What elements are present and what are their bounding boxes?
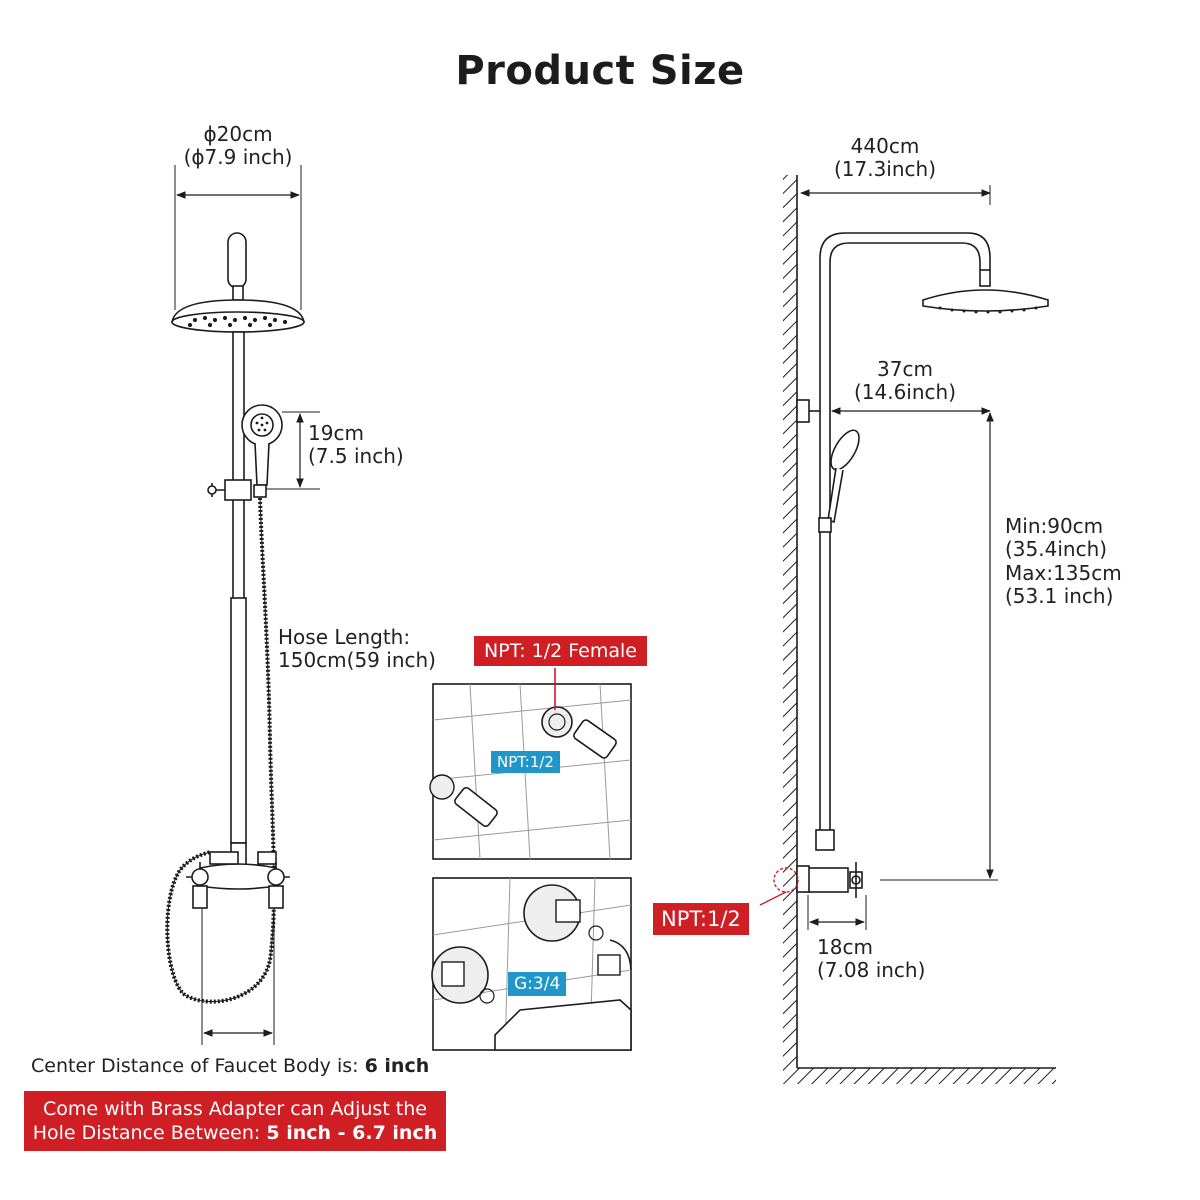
left-front-view [165,165,320,1045]
adapter-note-label: Hole Distance Between: [32,1122,267,1144]
inset-bottom [431,877,632,1051]
handheld-height-cm: 19cm [308,421,364,445]
hose-length-label: Hose Length: [278,625,411,649]
right-side-view [759,175,1056,1084]
inlet-npt-callout: NPT:1/2 [653,903,749,935]
arm-length-cm: 440cm [850,134,920,158]
adapter-note-line2: Hole Distance Between: 5 inch - 6.7 inch [28,1121,442,1145]
hose-length-value: 150cm(59 inch) [278,648,436,672]
page-title: Product Size [455,48,745,94]
height-max-in: (53.1 inch) [1005,584,1114,608]
offset-cm: 37cm [877,357,933,381]
head-diameter-in: (ϕ7.9 inch) [183,145,293,169]
height-max: Max:135cm [1005,561,1122,585]
g34-tag: G:3/4 [508,972,567,996]
npt-tag: NPT:1/2 [491,751,560,773]
npt-female-callout: NPT: 1/2 Female [474,636,647,666]
height-min: Min:90cm [1005,514,1104,538]
head-diameter-cm: ϕ20cm [203,122,273,146]
height-min-in: (35.4inch) [1005,537,1108,561]
adapter-note: Come with Brass Adapter can Adjust the H… [24,1091,446,1151]
center-distance-value: 6 inch [364,1055,430,1077]
adapter-note-line1: Come with Brass Adapter can Adjust the [42,1098,427,1120]
center-distance-text: Center Distance of Faucet Body is: 6 inc… [31,1054,429,1078]
wall-distance-in: (7.08 inch) [817,958,926,982]
center-distance-label: Center Distance of Faucet Body is: [31,1055,365,1077]
handheld-height-in: (7.5 inch) [308,444,404,468]
offset-in: (14.6inch) [853,380,957,404]
wall-distance-cm: 18cm [817,935,873,959]
arm-length-in: (17.3inch) [833,157,937,181]
adapter-note-value: 5 inch - 6.7 inch [266,1122,438,1144]
